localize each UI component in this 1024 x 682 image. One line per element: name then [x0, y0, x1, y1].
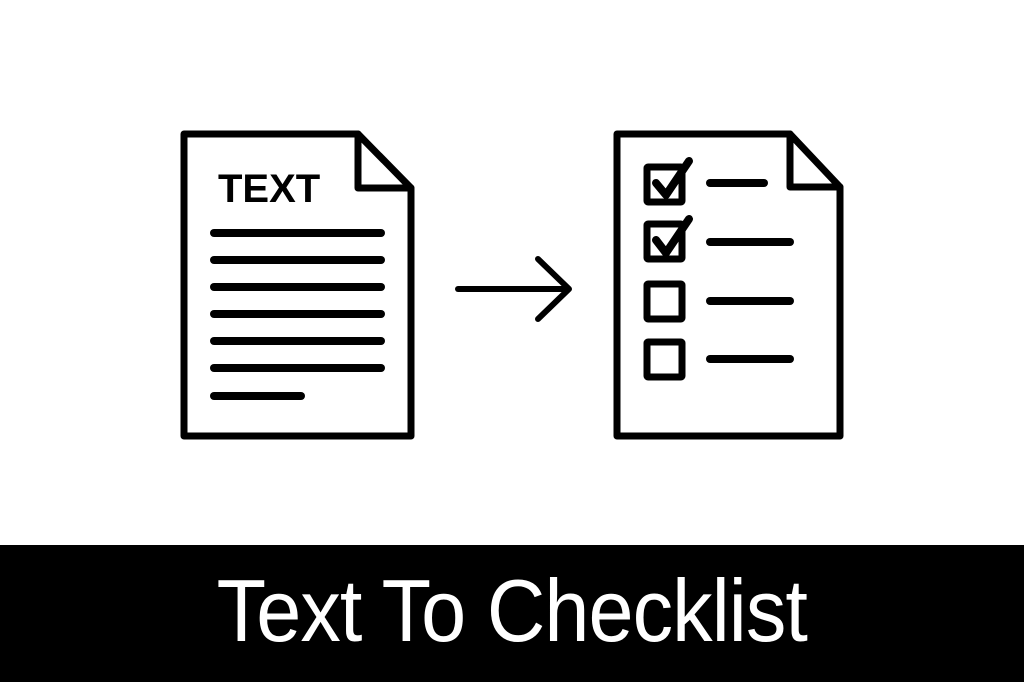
checked-checkbox-icon: [643, 220, 686, 263]
checklist-item-4: [643, 338, 794, 381]
arrow-right-icon: [455, 256, 572, 322]
checked-checkbox-icon: [643, 163, 686, 206]
checklist-item-3: [643, 280, 794, 323]
unchecked-checkbox-icon: [643, 280, 686, 323]
checklist-item-2: [643, 215, 794, 263]
illustration: TEXT: [180, 130, 844, 440]
text-document-icon: [180, 130, 415, 440]
checklist-item-1: [643, 157, 768, 206]
document-label: TEXT: [218, 167, 320, 211]
banner-title: Text To Checklist: [216, 560, 808, 660]
checklist-document-icon: [613, 130, 844, 440]
unchecked-checkbox-icon: [643, 338, 686, 381]
title-banner: Text To Checklist: [0, 545, 1024, 682]
